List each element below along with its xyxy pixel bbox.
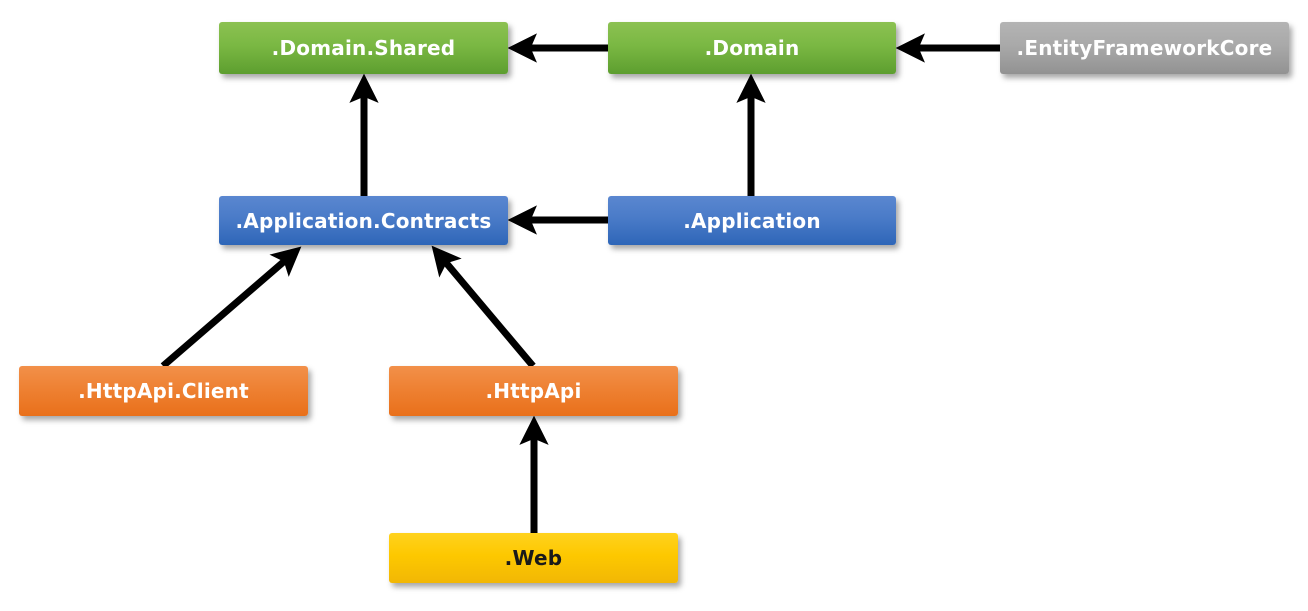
node-httpapi[interactable]: .HttpApi [389,366,678,416]
node-label-application: .Application [683,208,821,233]
node-domain-shared[interactable]: .Domain.Shared [219,22,508,74]
node-label-httpapi: .HttpApi [485,379,582,403]
node-web[interactable]: .Web [389,533,678,583]
node-application[interactable]: .Application [608,196,896,245]
arrow-httpapi-to-application-contracts [431,245,536,369]
node-httpapi-client[interactable]: .HttpApi.Client [19,366,308,416]
node-label-application-contracts: .Application.Contracts [235,208,492,233]
node-label-domain-shared: .Domain.Shared [271,36,456,60]
node-domain[interactable]: .Domain [608,22,896,74]
node-label-domain: .Domain [704,36,800,60]
arrow-httpapi-client-to-application-contracts [160,246,302,369]
edges-group [160,33,1000,533]
node-entityframeworkcore[interactable]: .EntityFrameworkCore [1000,22,1289,74]
node-label-web: .Web [504,546,563,570]
node-label-entityframeworkcore: .EntityFrameworkCore [1016,36,1273,60]
node-application-contracts[interactable]: .Application.Contracts [219,196,508,245]
node-label-httpapi-client: .HttpApi.Client [78,379,249,403]
